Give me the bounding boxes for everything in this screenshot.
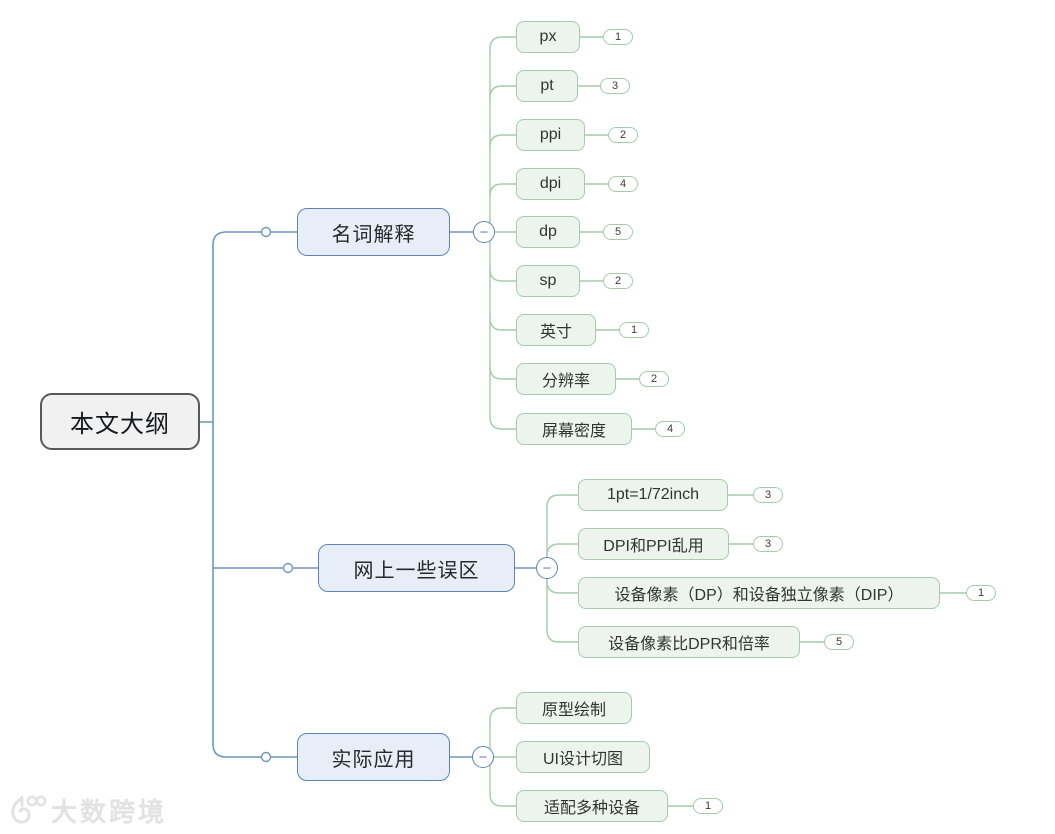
note-count-badge[interactable]: 1 [619,322,649,338]
child-connector [489,268,517,282]
leaf-topic-dpr-ratio[interactable]: 设备像素比DPR和倍率 [578,626,800,658]
branch-topic-applications[interactable]: 实际应用 [297,733,450,781]
watermark: 大数跨境 [8,792,167,829]
note-count-badge[interactable]: 3 [753,487,783,503]
leaf-topic-ui-slicing[interactable]: UI设计切图 [516,741,650,773]
child-connector [546,580,579,594]
leaf-topic-dp[interactable]: dp [516,216,580,248]
leaf-topic-sp[interactable]: sp [516,265,580,297]
note-count-badge[interactable]: 2 [603,273,633,289]
watermark-brand-text: 大数跨境 [51,797,168,827]
leaf-topic-1pt-inch[interactable]: 1pt=1/72inch [578,479,728,511]
note-count-badge[interactable]: 2 [639,371,669,387]
child-connector [489,183,517,197]
child-connector [489,366,517,380]
note-count-badge[interactable]: 3 [600,78,630,94]
leaf-topic-resolution[interactable]: 分辨率 [516,363,616,395]
note-count-badge[interactable]: 1 [966,585,996,601]
child-connector [546,543,579,557]
child-connector [546,629,579,643]
leaf-topic-dpi-ppi-misuse[interactable]: DPI和PPI乱用 [578,528,729,560]
branch-anchor-dot [282,562,294,574]
watermark-logo-icon [11,795,46,824]
note-count-badge[interactable]: 1 [603,29,633,45]
child-connector [489,85,517,99]
note-count-badge[interactable]: 1 [693,798,723,814]
collapse-button-misconceptions[interactable]: − [536,557,558,579]
leaf-topic-dpi[interactable]: dpi [516,168,585,200]
child-connector [489,317,517,331]
leaf-topic-inch[interactable]: 英寸 [516,314,596,346]
branch-anchor-dot [260,751,272,763]
leaf-topic-ppi[interactable]: ppi [516,119,585,151]
branch-topic-terms[interactable]: 名词解释 [297,208,450,256]
child-connector [489,793,517,807]
note-count-badge[interactable]: 4 [608,176,638,192]
child-connector [489,416,517,430]
child-connector [546,494,579,508]
note-count-badge[interactable]: 4 [655,421,685,437]
leaf-topic-pt[interactable]: pt [516,70,578,102]
child-connector [489,36,517,50]
root-topic[interactable]: 本文大纲 [40,393,200,450]
leaf-topic-multi-device[interactable]: 适配多种设备 [516,790,668,822]
collapse-button-applications[interactable]: − [472,746,494,768]
note-count-badge[interactable]: 5 [824,634,854,650]
note-count-badge[interactable]: 3 [753,536,783,552]
branch-anchor-dot [260,226,272,238]
branch-topic-misconceptions[interactable]: 网上一些误区 [318,544,515,592]
child-connector [489,134,517,148]
leaf-topic-prototype[interactable]: 原型绘制 [516,692,632,724]
leaf-topic-screen-density[interactable]: 屏幕密度 [516,413,632,445]
branch-connector-terms [212,231,262,423]
child-connector [489,707,517,721]
note-count-badge[interactable]: 2 [608,127,638,143]
collapse-button-terms[interactable]: − [473,221,495,243]
branch-connector-applications [212,421,262,758]
leaf-topic-px[interactable]: px [516,21,580,53]
note-count-badge[interactable]: 5 [603,224,633,240]
leaf-topic-device-pixels[interactable]: 设备像素（DP）和设备独立像素（DIP） [578,577,940,609]
